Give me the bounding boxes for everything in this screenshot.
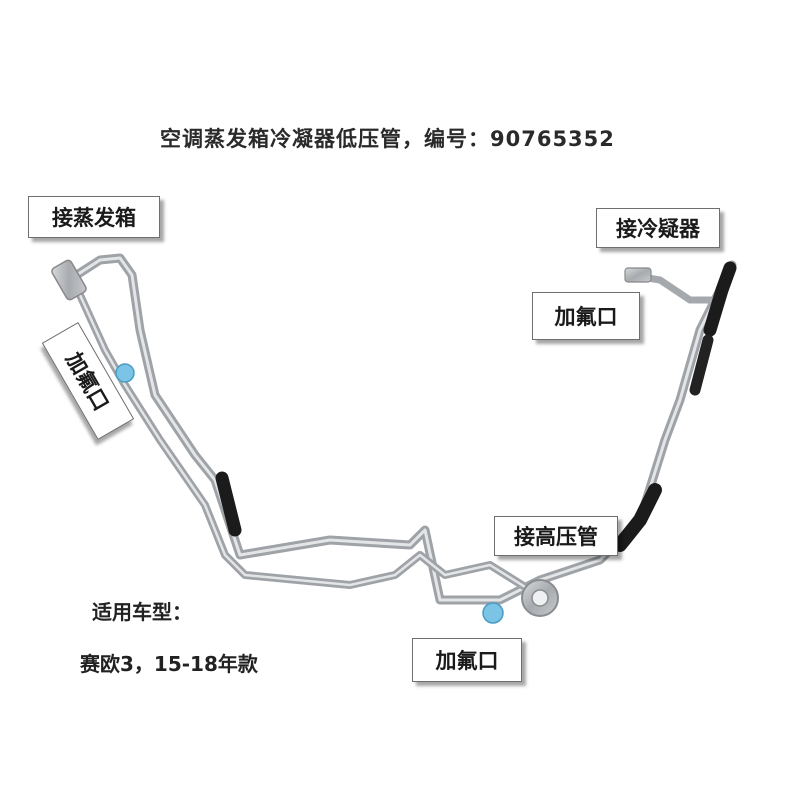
metal-pipe-highlight: [70, 256, 734, 602]
hose-left: [215, 471, 242, 537]
hose-right-mid: [689, 334, 714, 396]
fitting-bore: [531, 589, 549, 607]
applicable-models-value: 赛欧3，15-18年款: [80, 652, 258, 676]
page-title: 空调蒸发箱冷凝器低压管，编号：90765352: [160, 127, 615, 151]
hose-lower-right: [613, 483, 662, 552]
evaporator-fitting: [51, 259, 87, 301]
charge-port-cap-bottom: [482, 602, 504, 624]
applicable-models-label: 适用车型：: [92, 600, 192, 624]
callout-condenser: 接冷疑器: [596, 208, 720, 248]
callout-high-pressure: 接高压管: [494, 516, 618, 556]
charge-port-cap-left: [115, 363, 135, 383]
callout-evaporator: 接蒸发箱: [28, 196, 160, 238]
callout-charge-port-right: 加氟口: [532, 292, 640, 340]
metal-pipe-inner-highlight: [78, 293, 532, 592]
hose-upper-right: [703, 261, 737, 337]
callout-charge-port-bottom: 加氟口: [412, 638, 522, 682]
condenser-fitting: [624, 267, 652, 283]
